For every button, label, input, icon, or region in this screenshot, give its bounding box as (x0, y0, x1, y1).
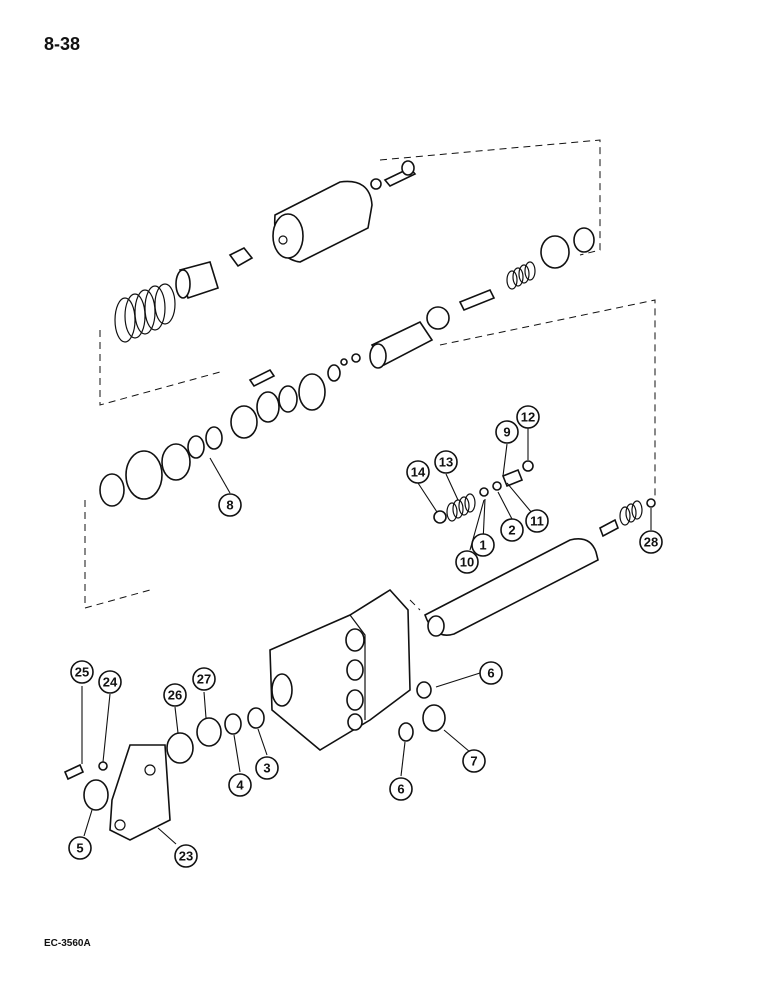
callout-8: 8 (218, 493, 242, 517)
callout-9: 9 (495, 420, 519, 444)
callout-label: 3 (263, 761, 270, 776)
callout-24: 24 (98, 670, 122, 694)
callout-3: 3 (255, 756, 279, 780)
callout-27: 27 (192, 667, 216, 691)
callout-label: 26 (168, 688, 182, 703)
callout-label: 13 (439, 455, 453, 470)
callout-5: 5 (68, 836, 92, 860)
page-number: 8-38 (44, 34, 81, 54)
callout-13: 13 (434, 450, 458, 474)
callout-label: 28 (644, 535, 658, 550)
callout-label: 23 (179, 849, 193, 864)
callout-label: 10 (460, 555, 474, 570)
callout-label: 8 (226, 498, 233, 513)
callout-26: 26 (163, 683, 187, 707)
relief-valve-components (433, 460, 534, 524)
callout-label: 12 (521, 410, 535, 425)
callout-label: 2 (508, 523, 515, 538)
callout-10: 10 (455, 550, 479, 574)
valve-body (269, 588, 411, 751)
o-rings (166, 681, 446, 764)
callout-6-lower: 6 (389, 777, 413, 801)
callout-label: 9 (503, 425, 510, 440)
callout-label: 5 (76, 841, 83, 856)
main-spool (424, 498, 656, 637)
assembly-guide-lines (84, 139, 656, 611)
callout-2: 2 (500, 518, 524, 542)
figure-code: EC-3560A (44, 938, 91, 949)
callout-label: 7 (470, 754, 477, 769)
callout-label: 27 (197, 672, 211, 687)
callout-7: 7 (462, 749, 486, 773)
callout-label: 6 (397, 782, 404, 797)
callout-14: 14 (406, 460, 430, 484)
callout-label: 14 (411, 465, 426, 480)
callout-label: 11 (530, 514, 544, 529)
bracket (63, 744, 171, 841)
callout-12: 12 (516, 405, 540, 429)
callout-1: 1 (471, 533, 495, 557)
callout-6-upper: 6 (479, 661, 503, 685)
callout-label: 24 (103, 675, 118, 690)
callout-11: 11 (525, 509, 549, 533)
callout-25: 25 (70, 660, 94, 684)
callout-label: 6 (487, 666, 494, 681)
top-valve-components (99, 160, 595, 507)
callout-label: 4 (236, 778, 244, 793)
callout-4: 4 (228, 773, 252, 797)
callout-label: 25 (75, 665, 89, 680)
callout-23: 23 (174, 844, 198, 868)
callout-28: 28 (639, 530, 663, 554)
callout-label: 1 (479, 538, 486, 553)
